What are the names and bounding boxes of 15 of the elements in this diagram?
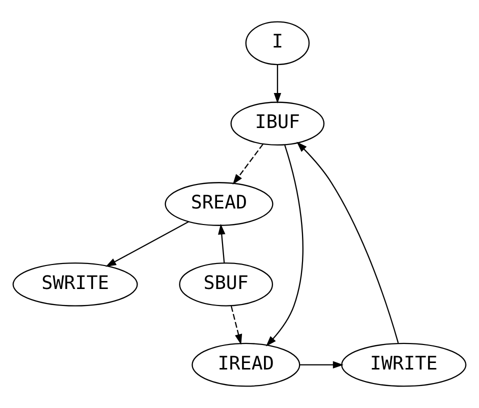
node-ellipse: IBUF — [230, 102, 324, 146]
arrow — [106, 221, 189, 267]
arrow — [232, 144, 264, 185]
node-ellipse: IWRITE — [341, 342, 466, 387]
arrow — [296, 142, 399, 344]
arrow — [274, 64, 282, 104]
node-ellipse: SWRITE — [12, 262, 138, 306]
arrow — [230, 306, 242, 345]
arrow — [218, 224, 226, 263]
arrow — [300, 361, 344, 369]
node-ellipse: SREAD — [164, 182, 274, 226]
node-ellipse: I — [245, 21, 310, 66]
node-ellipse: SBUF — [179, 262, 274, 306]
arrow — [266, 144, 304, 346]
node-ellipse: IREAD — [192, 342, 300, 387]
